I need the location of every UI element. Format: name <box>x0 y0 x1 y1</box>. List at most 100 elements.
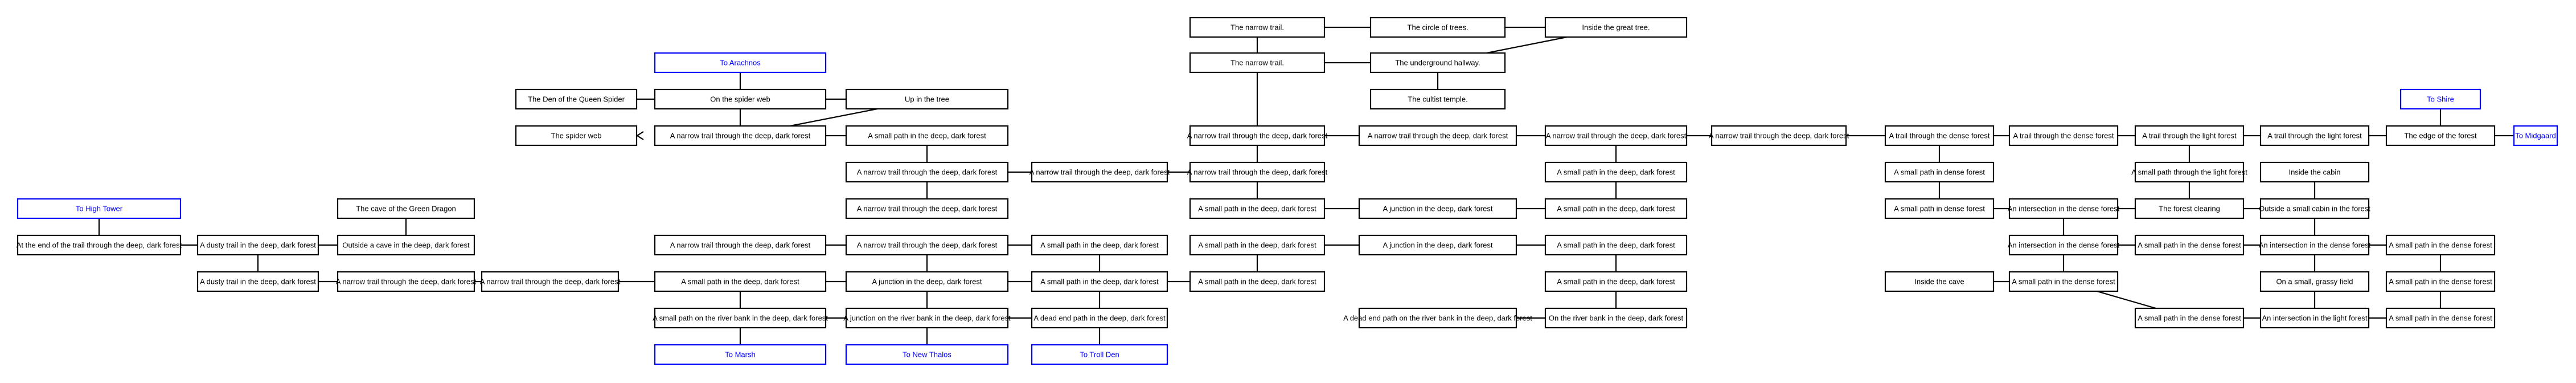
room-label: A narrow trail through the deep, dark fo… <box>1546 132 1687 140</box>
room-label: A small path in the deep, dark forest <box>1557 205 1675 213</box>
room-label: A narrow trail through the deep, dark fo… <box>1187 168 1328 177</box>
room-node: A narrow trail through the deep, dark fo… <box>845 161 1009 183</box>
room-node: A trail through the light forest <box>2259 125 2370 146</box>
room-box <box>2008 271 2119 292</box>
map-connection <box>1486 36 1568 54</box>
exit-node: To Troll Den <box>1031 344 1168 365</box>
exit-label: To High Tower <box>76 205 123 213</box>
room-box <box>2134 307 2245 329</box>
room-box <box>2134 125 2245 146</box>
room-box <box>2385 307 2496 329</box>
room-label: A small path in the deep, dark forest <box>1198 241 1316 250</box>
room-box <box>196 271 319 292</box>
room-node: A trail through the dense forest <box>1884 125 1995 146</box>
room-node: A small path in the dense forest <box>2385 307 2496 329</box>
room-label: A narrow trail through the deep, dark fo… <box>670 132 811 140</box>
room-label: A small path in the dense forest <box>2389 241 2492 250</box>
room-box <box>845 88 1009 110</box>
exit-box <box>17 198 182 219</box>
room-box <box>1544 125 1688 146</box>
room-node: A junction on the river bank in the deep… <box>843 307 1011 329</box>
room-label: A small path in the deep, dark forest <box>681 278 799 286</box>
room-node: An intersection in the dense forest <box>2008 198 2120 219</box>
room-node: A narrow trail through the deep, dark fo… <box>1544 125 1688 146</box>
exit-node: To Arachnos <box>654 52 827 74</box>
room-node: The edge of the forest <box>2385 125 2496 146</box>
room-node: A narrow trail through the deep, dark fo… <box>336 271 477 292</box>
exit-box <box>845 344 1009 365</box>
room-label: A narrow trail through the deep, dark fo… <box>1029 168 1170 177</box>
room-label: A small path through the light forest <box>2131 168 2247 177</box>
room-box <box>845 125 1009 146</box>
room-box <box>654 307 827 329</box>
room-label: A trail through the dense forest <box>2013 132 2114 140</box>
exit-node: To High Tower <box>17 198 182 219</box>
room-label: A trail through the light forest <box>2142 132 2237 140</box>
room-box <box>2134 161 2245 183</box>
room-node: A dead end path in the deep, dark forest <box>1031 307 1168 329</box>
room-box <box>2259 234 2370 256</box>
room-box <box>1369 88 1506 110</box>
room-node: The circle of trees. <box>1369 17 1506 38</box>
room-label: A junction on the river bank in the deep… <box>843 314 1011 323</box>
room-box <box>1358 125 1517 146</box>
room-box <box>654 234 827 256</box>
room-node: A small path in the deep, dark forest <box>654 271 827 292</box>
room-box <box>1358 307 1517 329</box>
exit-label: To Arachnos <box>720 59 761 67</box>
room-box <box>1544 307 1688 329</box>
room-box <box>845 234 1009 256</box>
room-node: A small path in dense forest <box>1884 198 1995 219</box>
room-node: A small path through the light forest <box>2131 161 2247 183</box>
room-box <box>2134 198 2245 219</box>
room-label: A small path on the river bank in the de… <box>653 314 828 323</box>
room-box <box>1031 161 1168 183</box>
room-label: A narrow trail through the deep, dark fo… <box>670 241 811 250</box>
room-node: A junction in the deep, dark forest <box>1358 234 1517 256</box>
room-node: On a small, grassy field <box>2259 271 2370 292</box>
room-node: Up in the tree <box>845 88 1009 110</box>
room-label: A narrow trail through the deep, dark fo… <box>1187 132 1328 140</box>
map-connection <box>2097 290 2156 309</box>
room-label: On the river bank in the deep, dark fore… <box>1549 314 1684 323</box>
room-node: A small path in the deep, dark forest <box>1544 234 1688 256</box>
room-node: The cultist temple. <box>1369 88 1506 110</box>
room-node: A narrow trail through the deep, dark fo… <box>1709 125 1849 146</box>
room-node: A small path in the dense forest <box>2134 307 2245 329</box>
exit-box <box>654 52 827 74</box>
exit-label: To Midgaard <box>2515 132 2556 140</box>
room-node: A narrow trail through the deep, dark fo… <box>654 234 827 256</box>
room-label: A small path in the deep, dark forest <box>1040 278 1159 286</box>
room-box <box>2385 271 2496 292</box>
room-node: A small path in the deep, dark forest <box>1189 198 1326 219</box>
room-label: A small path in the deep, dark forest <box>1040 241 1159 250</box>
room-node: A small path in the deep, dark forest <box>1189 271 1326 292</box>
exit-node: To New Thalos <box>845 344 1009 365</box>
room-box <box>654 88 827 110</box>
room-node: A junction in the deep, dark forest <box>1358 198 1517 219</box>
room-label: The spider web <box>551 132 602 140</box>
room-label: The cultist temple. <box>1408 95 1468 104</box>
room-label: An intersection in the dense forest <box>2008 241 2120 250</box>
room-label: An intersection in the dense forest <box>2259 241 2371 250</box>
room-node: A small path in the dense forest <box>2134 234 2245 256</box>
room-label: A small path in the dense forest <box>2389 314 2492 323</box>
room-node: Outside a small cabin in the forest <box>2259 198 2370 219</box>
room-label: A narrow trail through the deep, dark fo… <box>336 278 477 286</box>
room-label: A small path in dense forest <box>1894 205 1985 213</box>
room-box <box>17 234 182 256</box>
room-label: On a small, grassy field <box>2276 278 2353 286</box>
room-node: An intersection in the dense forest <box>2008 234 2120 256</box>
room-label: A dusty trail in the deep, dark forest <box>200 241 316 250</box>
exit-node: To Midgaard <box>2513 125 2558 146</box>
room-box <box>337 271 475 292</box>
room-node: A small path in the dense forest <box>2008 271 2119 292</box>
room-label: Inside the cave <box>1914 278 1964 286</box>
room-node: A small path in the deep, dark forest <box>1544 198 1688 219</box>
exit-label: To New Thalos <box>903 351 951 359</box>
room-label: The circle of trees. <box>1408 23 1469 32</box>
room-node: The cave of the Green Dragon <box>337 198 475 219</box>
room-node: At the end of the trail through the deep… <box>17 234 182 256</box>
room-label: A small path in dense forest <box>1894 168 1985 177</box>
room-label: The cave of the Green Dragon <box>356 205 456 213</box>
